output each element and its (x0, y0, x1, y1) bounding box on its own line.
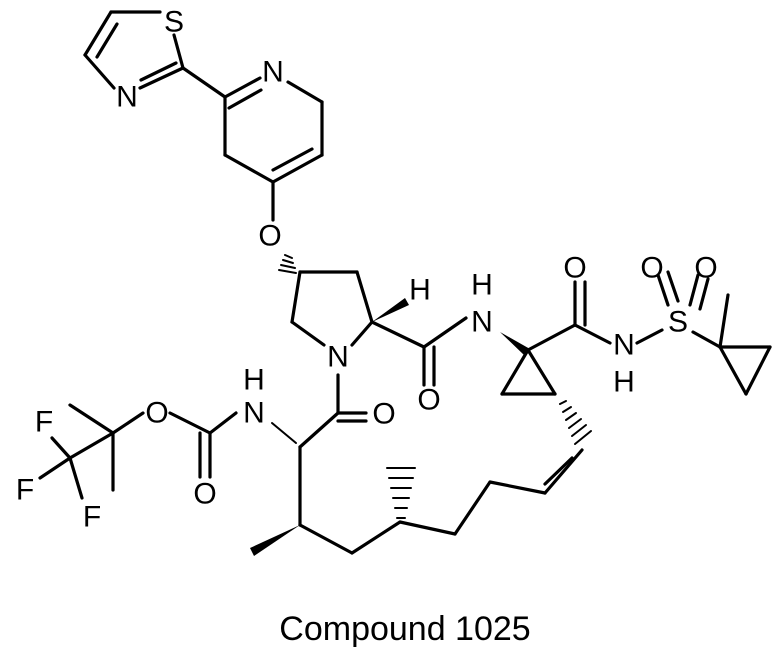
atom-s-thiazole: S (164, 6, 184, 39)
atom-o-amide1: O (417, 384, 440, 417)
atom-o-sulfonyl2: O (694, 252, 717, 285)
atom-o-carbamate: O (193, 478, 216, 511)
atom-h-sulfonamide: H (613, 366, 635, 399)
atom-f1: F (35, 406, 53, 439)
atom-n-sulfonamide: N (613, 329, 635, 362)
alpha-h-wedge (372, 298, 409, 322)
atom-s-sulfonyl: S (668, 306, 688, 339)
macrocycle-chain (300, 450, 582, 553)
vinyl-hash (560, 401, 591, 444)
atom-o-carbamate-ester: O (145, 397, 168, 430)
pyridine-ring (183, 68, 322, 220)
atom-n-thiazole: N (116, 81, 138, 114)
atom-h-alpha: H (409, 274, 431, 307)
proline-amide (372, 318, 466, 385)
atom-n-pyrrolidine: N (327, 341, 349, 374)
cyclopropane-core (502, 282, 610, 394)
pyrrolidine-ring (279, 255, 372, 345)
atom-n-pyridine: N (262, 56, 284, 89)
atom-h-amide1: H (471, 269, 493, 302)
atom-h-carbamate: H (243, 364, 265, 397)
atom-o-ketone1: O (563, 252, 586, 285)
sulfonamide (637, 272, 770, 394)
atom-o-sulfonyl1: O (640, 252, 663, 285)
compound-caption: Compound 1025 (279, 610, 530, 648)
atom-f2: F (16, 474, 34, 507)
atom-f3: F (83, 501, 101, 534)
atom-n-amide1: N (471, 306, 493, 339)
atom-o-ether: O (258, 220, 281, 253)
atom-n-carbamate: N (243, 397, 265, 430)
atom-o-amide2: O (372, 398, 395, 431)
methyl-hash (387, 468, 415, 518)
methyl-wedge (250, 525, 300, 556)
